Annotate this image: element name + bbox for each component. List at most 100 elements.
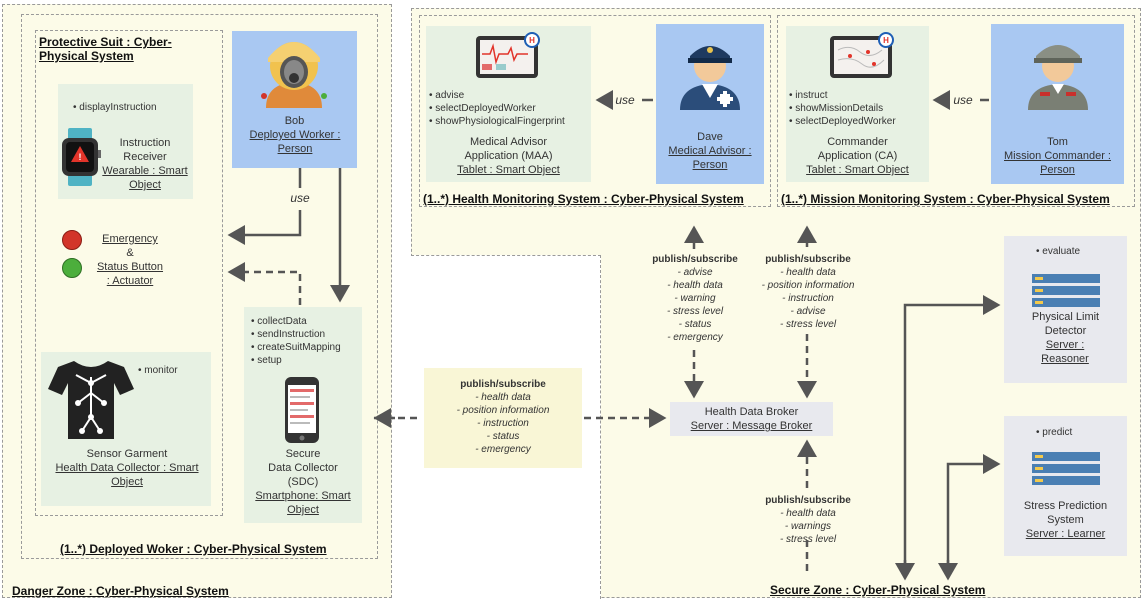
secure-zone-cutout-top (411, 255, 601, 256)
tshirt-icon (46, 357, 136, 446)
limit-line2: Detector (1044, 325, 1087, 337)
limit-method: • evaluate (1036, 246, 1081, 257)
tom-type: Mission Commander : Person (1004, 150, 1111, 176)
arrow-to-limit-detector (903, 295, 1001, 574)
svg-text:!: ! (79, 152, 82, 162)
limit-type: Server : Reasoner (1041, 339, 1089, 365)
pubsub-ca-item: - advise (790, 306, 826, 317)
pubsub-bottom-item: - stress level (779, 534, 837, 545)
stress-line2: System (1047, 514, 1084, 526)
sdc-line3: (SDC) (287, 476, 319, 488)
status-button-icon (62, 258, 82, 278)
maa-method-3: • showPhysiologicalFingerprint (429, 116, 565, 127)
button-line2: & (126, 247, 134, 259)
ca-method-1: • instruct (789, 90, 828, 101)
pubsub-main-item: - status (486, 431, 520, 442)
arrow-to-stress-prediction (946, 454, 1001, 574)
sdc-method-1: • collectData (251, 316, 307, 327)
sdc-type: Smartphone: Smart Object (255, 490, 351, 516)
ca-line1: Commander (827, 136, 888, 148)
dave-type: Medical Advisor : Person (668, 145, 752, 171)
use-label-bob: use (285, 191, 315, 205)
garment-name: Sensor Garment (86, 448, 168, 460)
maa-method-1: • advise (429, 90, 465, 101)
garment-method: • monitor (138, 365, 178, 376)
pubsub-main-label: publish/subscribe - health data - positi… (424, 378, 582, 456)
dave-name: Dave (697, 131, 723, 143)
firefighter-icon (258, 34, 330, 113)
arrow-sdc-button (227, 262, 302, 305)
button-line1: Emergency (102, 233, 158, 245)
pubsub-maa-label: publish/subscribe - advise - health data… (640, 253, 750, 344)
ca-line2: Application (CA) (817, 150, 898, 162)
bob-name: Bob (284, 115, 305, 127)
commander-avatar-icon (1024, 34, 1092, 115)
pubsub-maa-title: publish/subscribe (652, 254, 738, 265)
pubsub-maa-item: - warning (674, 293, 716, 304)
pubsub-maa-item: - emergency (667, 332, 723, 343)
secure-zone-cutout-edge (600, 255, 601, 599)
secure-zone-title: Secure Zone : Cyber-Physical System (770, 583, 986, 597)
sdc-line2: Data Collector (268, 462, 338, 474)
garment-type: Health Data Collector : Smart Object (55, 462, 199, 488)
pubsub-ca-title: publish/subscribe (765, 254, 851, 265)
stress-method: • predict (1036, 427, 1073, 438)
pubsub-bottom-item: - warnings (784, 521, 832, 532)
svg-text:H: H (883, 36, 889, 45)
server-icon (1032, 452, 1100, 491)
maa-method-2: • selectDeployedWorker (429, 103, 536, 114)
sdc-method-3: • createSuitMapping (251, 342, 341, 353)
deployed-worker-title: (1..*) Deployed Woker : Cyber-Physical S… (60, 542, 327, 556)
pubsub-main-title: publish/subscribe (460, 379, 546, 390)
stress-line1: Stress Prediction (1023, 500, 1108, 512)
pubsub-ca-item: - instruction (782, 293, 834, 304)
medic-avatar-icon (676, 34, 744, 115)
wearable-line1: Instruction (119, 137, 171, 149)
health-monitoring-title: (1..*) Health Monitoring System : Cyber-… (423, 192, 744, 206)
sdc-line1: Secure (285, 448, 321, 460)
pubsub-ca-item: - stress level (779, 319, 837, 330)
ca-method-2: • showMissionDetails (789, 103, 884, 114)
pubsub-bottom-label: publish/subscribe - health data - warnin… (748, 494, 868, 546)
wearable-line2: Receiver (123, 151, 167, 163)
pubsub-bottom-item: - health data (780, 508, 836, 519)
limit-detector-box (1004, 236, 1127, 383)
medical-tablet-icon: H (476, 32, 542, 85)
button-type: : Actuator (106, 275, 154, 287)
server-icon (1032, 274, 1100, 313)
button-line3: Status Button (96, 261, 164, 273)
sdc-method-4: • setup (251, 355, 282, 366)
pubsub-maa-item: - health data (667, 280, 723, 291)
smartwatch-icon: ! (58, 128, 102, 191)
maa-line1: Medical Advisor (469, 136, 548, 148)
ca-method-3: • selectDeployedWorker (789, 116, 896, 127)
maa-line2: Application (MAA) (464, 150, 553, 162)
stress-prediction-box (1004, 416, 1127, 556)
sdc-method-2: • sendInstruction (251, 329, 326, 340)
tom-name: Tom (1047, 136, 1068, 148)
limit-line1: Physical Limit (1031, 311, 1100, 323)
protective-suit-title: Protective Suit : Cyber-Physical System (39, 35, 172, 63)
smartphone-icon (285, 377, 319, 448)
pubsub-ca-item: - position information (761, 280, 855, 291)
pubsub-maa-item: - stress level (666, 306, 724, 317)
pubsub-main-item: - instruction (477, 418, 529, 429)
pubsub-main-item: - position information (456, 405, 550, 416)
pubsub-ca-item: - health data (780, 267, 836, 278)
pubsub-main-item: - health data (475, 392, 531, 403)
use-label-dave: use (611, 93, 639, 107)
commander-tablet-icon: H (830, 32, 896, 85)
svg-text:H: H (529, 36, 535, 45)
stress-type: Server : Learner (1025, 528, 1106, 540)
wearable-method: • displayInstruction (73, 102, 157, 113)
mission-monitoring-title: (1..*) Mission Monitoring System : Cyber… (781, 192, 1110, 206)
broker-type: Server : Message Broker (690, 420, 813, 432)
pubsub-main-item: - emergency (475, 444, 531, 455)
pubsub-maa-item: - status (678, 319, 712, 330)
use-arrow-bob-button (230, 168, 302, 235)
pubsub-bottom-title: publish/subscribe (765, 495, 851, 506)
wearable-type: Wearable : Smart Object (102, 165, 188, 191)
bob-type: Deployed Worker : Person (249, 129, 341, 155)
pubsub-maa-item: - advise (677, 267, 713, 278)
